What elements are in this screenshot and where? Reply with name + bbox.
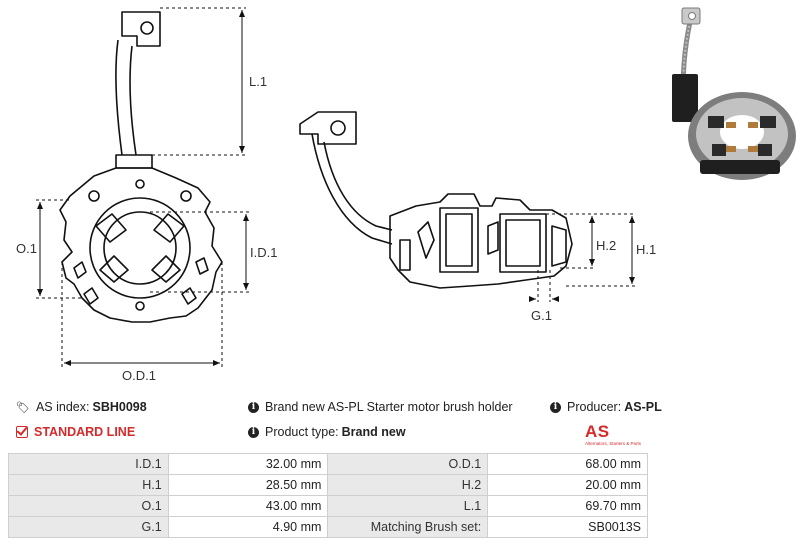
spec-label: O.D.1 (327, 453, 489, 475)
product-type-label: Product type: (265, 425, 339, 439)
table-row: H.1 28.50 mm H.2 20.00 mm (8, 474, 648, 496)
info-icon: i (550, 401, 561, 413)
as-index-value: SBH0098 (92, 400, 147, 414)
dim-label-od1: O.D.1 (122, 368, 156, 383)
spec-label: H.2 (327, 474, 489, 496)
side-dimensions (529, 213, 636, 302)
spec-label: L.1 (327, 495, 489, 517)
tag-icon: 🏷︎ (16, 401, 30, 414)
dim-label-g1: G.1 (531, 308, 552, 323)
as-index-row: 🏷︎ AS index: SBH0098 (16, 400, 147, 414)
as-index-label: AS index: (35, 400, 90, 414)
product-type-row: i Product type: Brand new (248, 425, 406, 439)
table-row: O.1 43.00 mm L.1 69.70 mm (8, 495, 648, 517)
product-type-value: Brand new (341, 425, 406, 439)
info-icon: i (248, 426, 259, 438)
logo-subtext: Alternators, Starters & Parts (585, 441, 642, 446)
spec-label: I.D.1 (8, 453, 169, 475)
dim-label-l1: L.1 (249, 74, 267, 89)
spec-label: Matching Brush set: (327, 516, 489, 538)
description-row: i Brand new AS-PL Starter motor brush ho… (248, 400, 513, 414)
spec-value: 68.00 mm (487, 453, 648, 475)
standard-line-row: STANDARD LINE (16, 425, 135, 439)
producer-value: AS-PL (624, 400, 662, 414)
spec-label: G.1 (8, 516, 169, 538)
dim-label-h2: H.2 (596, 238, 616, 253)
producer-label: Producer: (567, 400, 622, 414)
spec-table: I.D.1 32.00 mm O.D.1 68.00 mm H.1 28.50 … (8, 453, 648, 538)
product-photo (662, 6, 798, 182)
table-row: G.1 4.90 mm Matching Brush set: SB0013S (8, 516, 648, 538)
dim-label-h1: H.1 (636, 242, 656, 257)
spec-value: 43.00 mm (167, 495, 329, 517)
description-text: Brand new AS-PL Starter motor brush hold… (265, 400, 513, 414)
dim-label-o1: O.1 (16, 241, 37, 256)
spec-value: 69.70 mm (487, 495, 648, 517)
spec-value: 4.90 mm (167, 516, 329, 538)
spec-value: 28.50 mm (167, 474, 329, 496)
checkbox-icon (16, 426, 28, 438)
front-view (59, 11, 223, 323)
info-icon: i (248, 401, 259, 413)
side-view (299, 111, 573, 289)
technical-drawing: L.1 O.1 I.D.1 O.D.1 H.2 H.1 G.1 (16, 6, 798, 383)
spec-value: SB0013S (487, 516, 648, 538)
standard-line-text: STANDARD LINE (34, 425, 136, 439)
front-dimensions (36, 7, 250, 368)
table-row: I.D.1 32.00 mm O.D.1 68.00 mm (8, 453, 648, 475)
spec-value: 20.00 mm (487, 474, 648, 496)
spec-label: H.1 (8, 474, 169, 496)
logo-text: AS (585, 422, 610, 441)
producer-row: i Producer: AS-PL (550, 400, 662, 414)
spec-label: O.1 (8, 495, 169, 517)
dim-label-id1: I.D.1 (250, 245, 277, 260)
as-logo: AS Alternators, Starters & Parts (585, 422, 655, 446)
spec-value: 32.00 mm (167, 453, 329, 475)
